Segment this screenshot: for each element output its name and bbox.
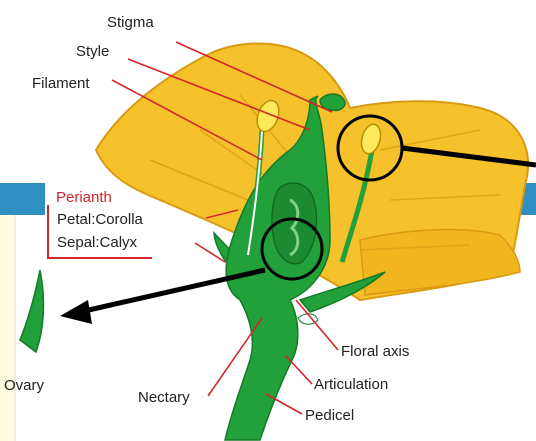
sepal-label: Sepal:Calyx	[57, 234, 138, 251]
stigma-label: Stigma	[107, 14, 154, 31]
ovary-label: Ovary	[4, 377, 45, 394]
slide-panel	[0, 215, 15, 441]
articulation-label: Articulation	[314, 376, 388, 393]
blue-header-bar-left	[0, 183, 45, 215]
nectary-label: Nectary	[138, 389, 190, 406]
perianth-label: Perianth	[56, 189, 112, 206]
petal-label: Petal:Corolla	[57, 211, 144, 228]
pedicel-label: Pedicel	[305, 407, 354, 424]
petal-front	[360, 230, 520, 295]
zoom-arrow-ovary-head	[60, 300, 92, 324]
style-label: Style	[76, 43, 109, 60]
filament-label: Filament	[32, 75, 90, 92]
floral-axis-label: Floral axis	[341, 343, 409, 360]
ovary-detail-crop	[20, 270, 43, 352]
